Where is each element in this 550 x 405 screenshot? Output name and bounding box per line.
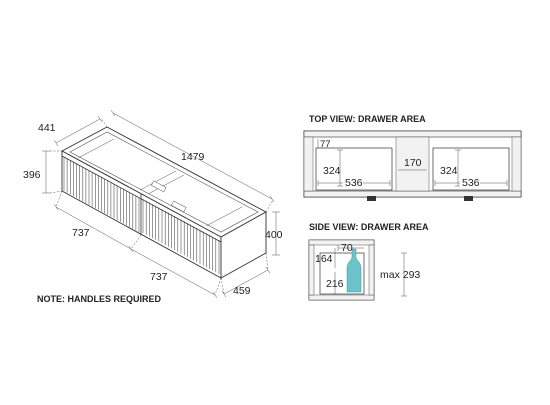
overall-height-label: 400 (265, 229, 283, 241)
drawer-left-label: 737 (72, 227, 90, 239)
top-view-left-width-label: 536 (345, 177, 363, 189)
width-label: 1479 (181, 151, 205, 163)
vanity-isometric: 441 1479 396 737 737 400 (23, 109, 283, 304)
drawer-right-label: 737 (150, 271, 168, 283)
top-view-left-depth-label: 324 (323, 165, 341, 177)
drawer-front-right (142, 199, 220, 274)
top-view-right-width-label: 536 (462, 177, 480, 189)
side-view-max-height-label: max 293 (380, 269, 420, 281)
side-view: SIDE VIEW: DRAWER AREA 70 164 216 max 29… (308, 222, 429, 301)
top-view-offset-label: 77 (320, 139, 331, 150)
vanity-inner-rim (69, 131, 259, 233)
side-depth-label: 459 (233, 285, 251, 297)
side-view-lower-height-label: 216 (326, 278, 344, 290)
bottle-icon (346, 248, 362, 293)
top-view-title: TOP VIEW: DRAWER AREA (309, 114, 426, 124)
drawer-front-left (63, 157, 140, 232)
top-view: TOP VIEW: DRAWER AREA 77 324 536 170 (303, 114, 522, 201)
side-view-upper-height-label: 164 (315, 253, 333, 265)
handles-note: NOTE: HANDLES REQUIRED (37, 294, 162, 304)
top-view-center-gap-label: 170 (404, 157, 422, 169)
top-view-right-depth-label: 324 (440, 165, 458, 177)
top-view-center-panel (395, 136, 430, 192)
side-view-top-width-label: 70 (341, 242, 353, 254)
height-label: 396 (23, 169, 41, 181)
depth-label: 441 (38, 122, 56, 134)
side-view-title: SIDE VIEW: DRAWER AREA (309, 222, 429, 232)
